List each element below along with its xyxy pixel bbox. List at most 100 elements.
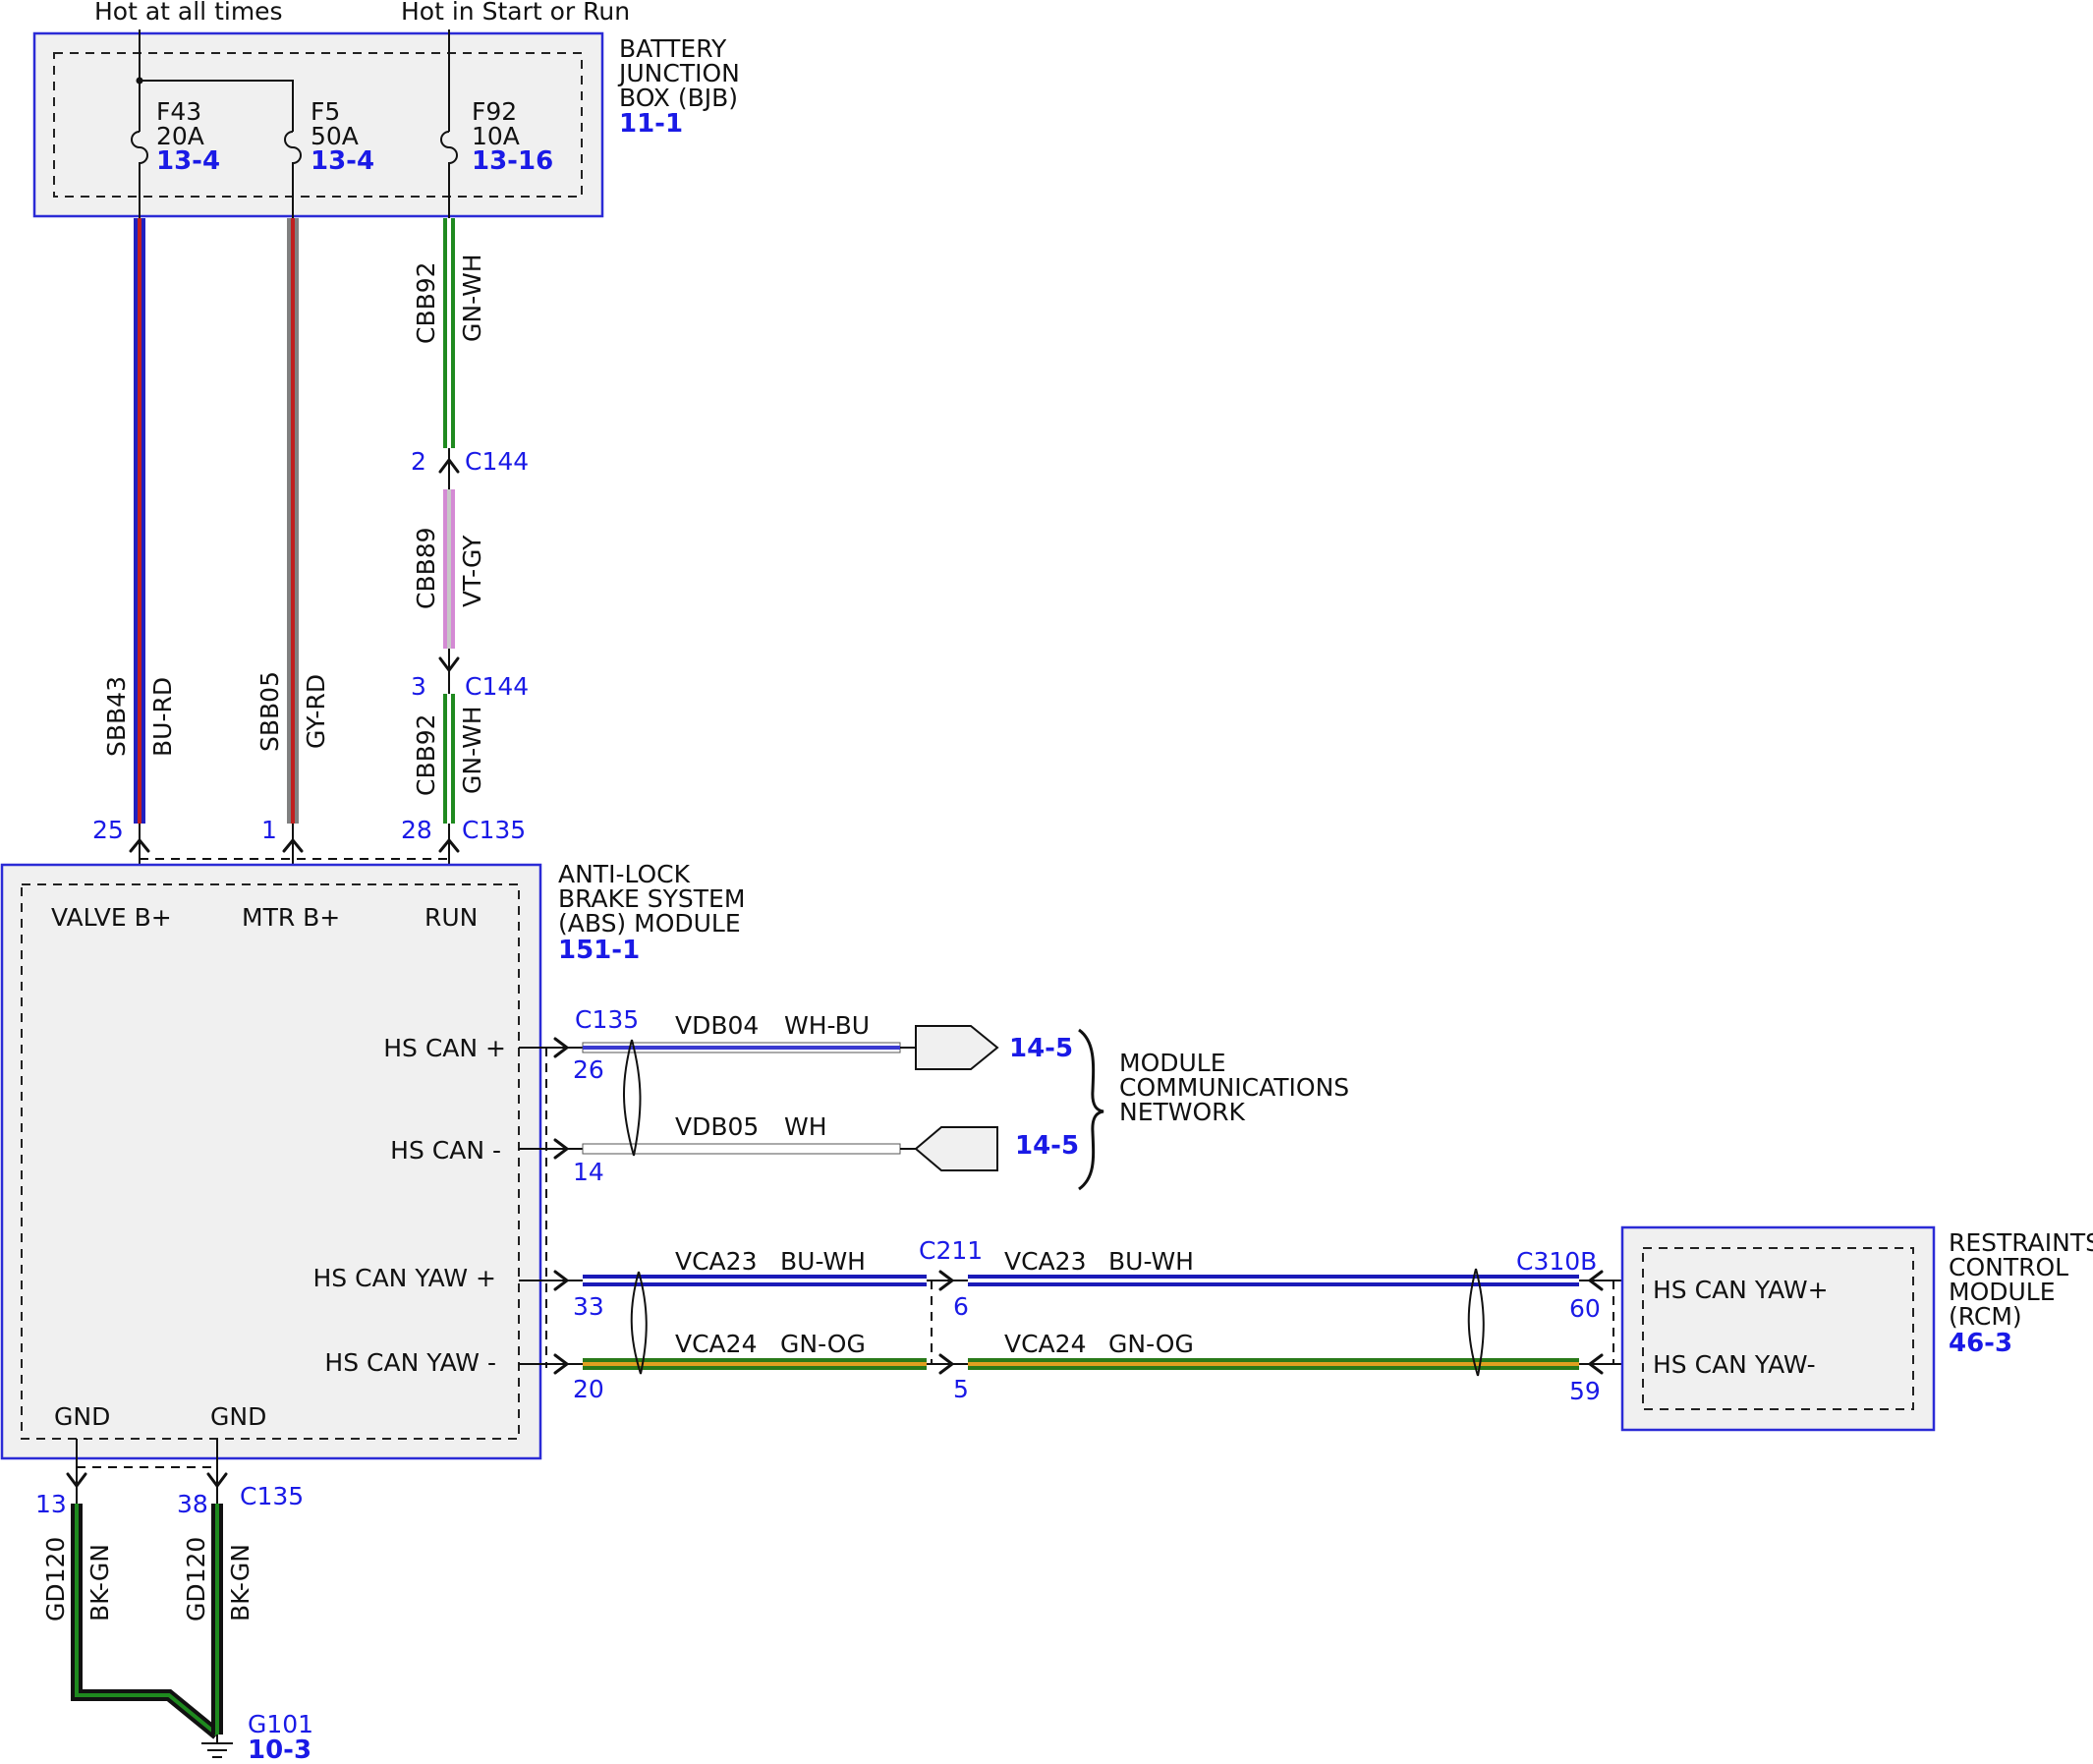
- wire-vca24-circuit-abs: VCA24: [675, 1330, 757, 1358]
- pin-13: 13: [35, 1490, 67, 1518]
- bjb-box: [32, 31, 604, 218]
- pin-38: 38: [177, 1490, 208, 1518]
- wire-vca24-color-abs: GN-OG: [780, 1330, 866, 1358]
- fuse-f5-icon: [284, 131, 302, 218]
- abs-pin-gnd-1: GND: [54, 1402, 110, 1431]
- abs-pin-valve-b: VALVE B+: [51, 903, 172, 932]
- bjb-name-line-1: BATTERY: [619, 34, 727, 63]
- rcm-pin-yaw-minus: HS CAN YAW-: [1653, 1350, 1816, 1379]
- abs-inner-outline: [21, 883, 520, 1440]
- c211-minus-arrow-icon: [938, 1353, 955, 1375]
- wire-gd120-b-circuit: GD120: [182, 1537, 210, 1622]
- fuse-f5-rating: 50A: [311, 122, 359, 150]
- wire-sbb43-stripe: [138, 218, 141, 824]
- pin-26: 26: [573, 1055, 604, 1084]
- c310b-minus-arrow-icon: [1587, 1353, 1604, 1375]
- c135-label-can: C135: [575, 1005, 639, 1034]
- rcm-name-line-3: MODULE: [1949, 1278, 2056, 1306]
- c144-pin3-arrow-icon: [438, 656, 460, 673]
- rcm-pin-yaw-plus: HS CAN YAW+: [1653, 1276, 1829, 1304]
- wire-gd120-a-color: BK-GN: [85, 1544, 114, 1622]
- c144-pin3-number: 3: [411, 672, 426, 701]
- wire-cbb89-stripe: [447, 489, 451, 649]
- c135-pin38-arrow-icon: [206, 1472, 228, 1489]
- network-label-line-1: MODULE: [1119, 1049, 1226, 1077]
- bjb-name-line-3: BOX (BJB): [619, 84, 738, 112]
- wire-cbb92-bottom-circuit: CBB92: [412, 713, 440, 796]
- pin-25: 25: [92, 816, 124, 844]
- wire-cbb92-top-stripe: [447, 218, 451, 448]
- c310b-label: C310B: [1516, 1247, 1597, 1276]
- f5-branch-line: [140, 80, 294, 132]
- abs-pin-hs-can-minus: HS CAN -: [390, 1136, 501, 1165]
- c211-label: C211: [919, 1236, 983, 1265]
- wire-vca23-circuit-abs: VCA23: [675, 1247, 757, 1276]
- connector-out-icon: [915, 1025, 999, 1070]
- fuse-f43-ref[interactable]: 13-4: [156, 146, 220, 176]
- wire-cbb89-circuit: CBB89: [412, 527, 440, 609]
- pin-5: 5: [953, 1375, 969, 1403]
- fuse-f43-rating: 20A: [156, 122, 204, 150]
- wire-cbb89-color: VT-GY: [458, 535, 486, 607]
- abs-name-line-2: BRAKE SYSTEM: [558, 884, 745, 913]
- wire-cbb92-bottom-color: GN-WH: [458, 706, 486, 794]
- abs-pin-hs-can-plus: HS CAN +: [383, 1034, 506, 1062]
- network-label-line-3: NETWORK: [1119, 1098, 1246, 1126]
- fuse-f5-ref[interactable]: 13-4: [311, 146, 374, 176]
- abs-ref[interactable]: 151-1: [558, 936, 640, 965]
- wire-vca24-rcm-stripe: [968, 1362, 1579, 1366]
- hs-yaw-minus-arrow-icon: [553, 1353, 570, 1375]
- wire-vca23-circuit-rcm: VCA23: [1004, 1247, 1086, 1276]
- c310b-plus-arrow-icon: [1587, 1270, 1604, 1291]
- pin-14: 14: [573, 1158, 604, 1186]
- ground-ref[interactable]: 10-3: [248, 1736, 311, 1764]
- hs-can-minus-arrow-icon: [553, 1138, 570, 1160]
- abs-pin-hs-can-yaw-plus: HS CAN YAW +: [313, 1264, 497, 1292]
- abs-module-box: [0, 863, 542, 1460]
- splice-dot: [136, 77, 143, 85]
- c144-label-top: C144: [465, 447, 529, 476]
- pin-59: 59: [1569, 1377, 1601, 1405]
- abs-name-line-1: ANTI-LOCK: [558, 860, 691, 888]
- wire-sbb05-stripe: [291, 218, 295, 824]
- abs-pin-hs-can-yaw-minus: HS CAN YAW -: [324, 1348, 496, 1377]
- ground-id: G101: [248, 1710, 313, 1738]
- wire-vca23-abs-stripe: [583, 1279, 927, 1282]
- wire-vca23-rcm-stripe: [968, 1279, 1579, 1282]
- c135-label-top: C135: [462, 816, 526, 844]
- rcm-ref[interactable]: 46-3: [1949, 1329, 2012, 1358]
- vdb05-ref[interactable]: 14-5: [1015, 1131, 1079, 1161]
- wire-vdb05-circuit: VDB05: [675, 1112, 759, 1141]
- vdb04-ref[interactable]: 14-5: [1009, 1034, 1073, 1063]
- wire-vdb04-stripe: [583, 1046, 900, 1050]
- c135-label-bottom: C135: [240, 1482, 304, 1510]
- pin-60: 60: [1569, 1294, 1601, 1323]
- bjb-ref[interactable]: 11-1: [619, 109, 683, 139]
- connector-in-icon: [914, 1126, 998, 1171]
- wire-vdb04-circuit: VDB04: [675, 1011, 759, 1040]
- rcm-box: [1620, 1225, 1936, 1432]
- abs-pin-mtr-b: MTR B+: [242, 903, 340, 932]
- c211-plus-arrow-icon: [938, 1270, 955, 1291]
- wire-cbb92-top-color: GN-WH: [458, 254, 486, 342]
- fuse-f92-rating: 10A: [472, 122, 520, 150]
- wire-gd120-a-stripe: [75, 1504, 219, 1736]
- pin-28: 28: [401, 816, 432, 844]
- pin-33: 33: [573, 1292, 604, 1321]
- fuse-f92-ref[interactable]: 13-16: [472, 146, 553, 176]
- wire-vca24-circuit-rcm: VCA24: [1004, 1330, 1086, 1358]
- wire-cbb92-bottom-stripe: [447, 694, 451, 824]
- pin-1: 1: [261, 816, 277, 844]
- abs-pin-gnd-2: GND: [210, 1402, 266, 1431]
- wire-sbb05-color: GY-RD: [302, 674, 330, 749]
- rcm-name-line-2: CONTROL: [1949, 1253, 2068, 1281]
- can-twisted-pair-icon: [623, 1039, 642, 1157]
- network-brace-icon: [1078, 1028, 1104, 1191]
- wire-vca24-abs-stripe: [583, 1362, 927, 1366]
- wire-vdb04-color: WH-BU: [784, 1011, 870, 1040]
- yaw-twisted-pair-rcm-icon: [1467, 1268, 1485, 1377]
- hot-all-times-label: Hot at all times: [94, 0, 283, 26]
- fuse-f43-id: F43: [156, 97, 201, 126]
- c144-pin2-number: 2: [411, 447, 426, 476]
